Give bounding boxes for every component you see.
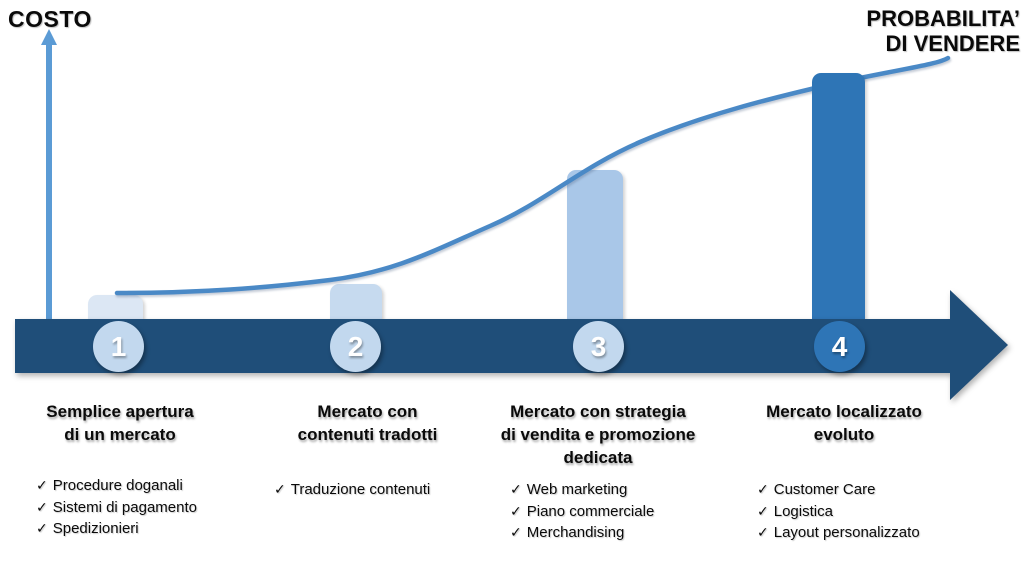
probability-axis-label: PROBABILITA’ DI VENDERE: [866, 6, 1020, 56]
stage-number-2: 2: [347, 330, 364, 362]
check-icon: ✓: [36, 520, 48, 536]
stage-circle-3: 3: [573, 321, 624, 372]
check-item: ✓Procedure doganali: [36, 475, 197, 497]
check-item-text: Traduzione contenuti: [290, 481, 431, 498]
check-item: ✓Spedizionieri: [36, 518, 197, 540]
check-item: ✓Piano commerciale: [510, 501, 654, 523]
stage-checklist-3: ✓Web marketing ✓Piano commerciale ✓Merch…: [510, 479, 654, 544]
check-item: ✓Sistemi di pagamento: [36, 497, 197, 519]
check-icon: ✓: [36, 498, 48, 515]
check-item: ✓Web marketing: [510, 479, 654, 501]
check-item: ✓Customer Care: [757, 479, 920, 501]
check-item-text: Layout personalizzato: [773, 524, 920, 541]
check-icon: ✓: [757, 481, 769, 497]
stage-circle-4: 4: [814, 321, 865, 372]
timeline-arrow-body: [15, 319, 950, 373]
stage-bar-2: [330, 284, 382, 319]
stage-checklist-4: ✓Customer Care ✓Logistica ✓Layout person…: [757, 479, 920, 544]
check-item-text: Procedure doganali: [52, 477, 183, 494]
check-item-text: Spedizionieri: [52, 520, 139, 537]
check-item: ✓Logistica: [757, 501, 920, 523]
check-icon: ✓: [757, 502, 769, 519]
stage-bar-4: [812, 73, 865, 319]
check-icon: ✓: [36, 477, 48, 493]
check-item: ✓Merchandising: [510, 522, 654, 544]
cost-axis-label: COSTO: [8, 6, 92, 32]
stage-checklist-1: ✓Procedure doganali ✓Sistemi di pagament…: [36, 475, 197, 540]
stage-bar-3: [567, 170, 623, 319]
check-icon: ✓: [510, 481, 522, 497]
timeline-arrowhead-icon: [950, 290, 1008, 400]
stage-title-1: Semplice apertura di un mercato: [46, 402, 194, 444]
check-item-text: Piano commerciale: [526, 502, 655, 520]
check-item-text: Logistica: [773, 502, 833, 520]
stage-number-4: 4: [831, 330, 848, 362]
stage-bar-1: [88, 295, 143, 319]
stage-title-2: Mercato con contenuti tradotti: [297, 402, 438, 444]
check-item-text: Customer Care: [773, 481, 876, 498]
check-item: ✓Layout personalizzato: [757, 522, 920, 544]
cost-axis-arrowhead-icon: [41, 29, 57, 45]
check-icon: ✓: [274, 481, 286, 497]
check-icon: ✓: [510, 524, 522, 540]
check-item: ✓Traduzione contenuti: [274, 479, 430, 501]
check-item-text: Web marketing: [526, 481, 628, 498]
stage-circle-1: 1: [93, 321, 144, 372]
stage-checklist-2: ✓Traduzione contenuti: [274, 479, 430, 501]
check-icon: ✓: [757, 524, 769, 540]
stage-title-4: Mercato localizzato evoluto: [766, 402, 922, 444]
stage-title-3: Mercato con strategia di vendita e promo…: [500, 402, 696, 467]
stage-number-1: 1: [110, 330, 127, 362]
cost-axis-line: [46, 44, 52, 319]
check-icon: ✓: [510, 502, 522, 519]
stage-circle-2: 2: [330, 321, 381, 372]
check-item-text: Merchandising: [526, 524, 625, 541]
check-item-text: Sistemi di pagamento: [52, 498, 197, 516]
stage-number-3: 3: [590, 330, 607, 362]
